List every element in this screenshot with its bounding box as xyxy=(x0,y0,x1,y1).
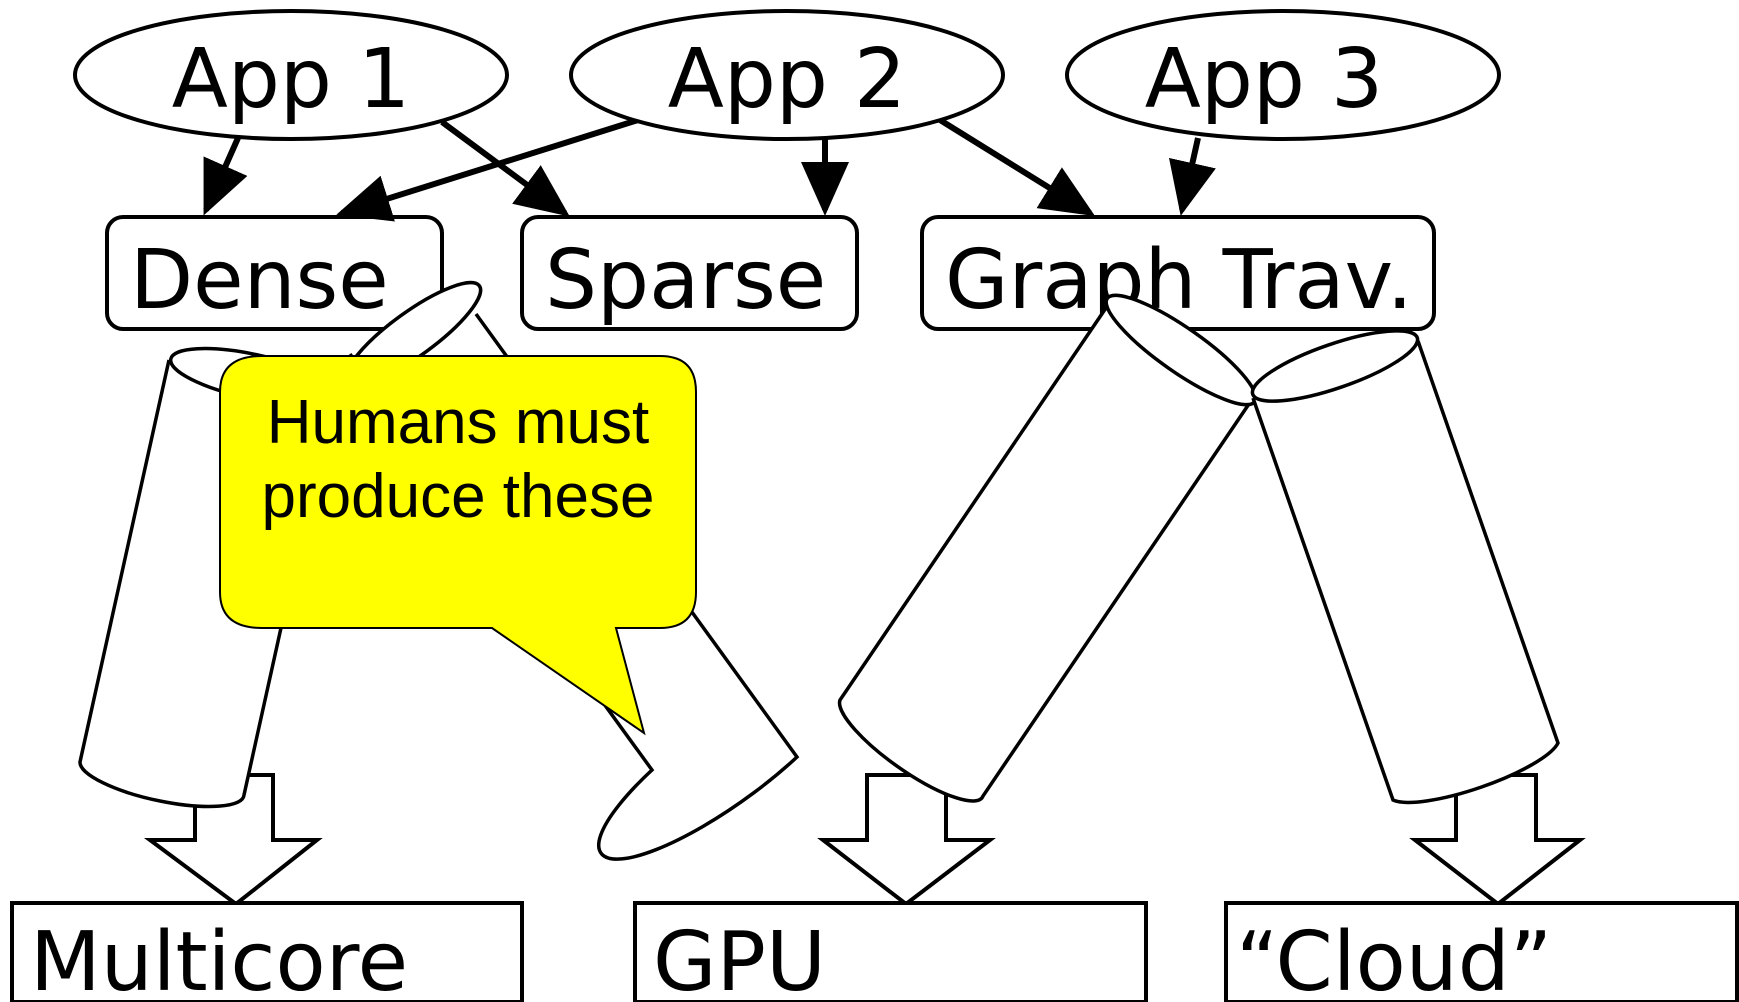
block-arrow-multicore xyxy=(143,773,323,907)
app-node-1: App 1 xyxy=(73,9,509,141)
target-label-gpu: GPU xyxy=(653,915,826,1002)
pattern-box-sparse: Sparse xyxy=(520,215,859,331)
app-to-pattern-arrows xyxy=(203,117,1216,222)
pattern-label-sparse: Sparse xyxy=(545,233,826,328)
callout-line-1: Humans must xyxy=(267,388,649,457)
pattern-box-dense: Dense xyxy=(105,215,444,331)
callout-line-2: produce these xyxy=(262,462,655,531)
target-box-gpu: GPU xyxy=(633,901,1148,1002)
arrow-app2-dense xyxy=(336,117,639,222)
arrow-app1-sparse xyxy=(440,119,570,217)
cylinder-graph-cloud xyxy=(1250,329,1560,805)
pattern-label-dense: Dense xyxy=(130,233,389,328)
target-label-cloud: “Cloud” xyxy=(1236,915,1552,1002)
target-block-arrows xyxy=(143,773,1586,907)
app-label-2: App 2 xyxy=(668,32,906,127)
arrow-app3-graph xyxy=(1168,137,1216,216)
callout-shape xyxy=(219,355,697,736)
app-node-3: App 3 xyxy=(1065,9,1501,141)
arrow-app1-dense xyxy=(203,136,248,216)
target-box-multicore: Multicore xyxy=(10,901,524,1002)
app-label-1: App 1 xyxy=(172,32,410,127)
app-label-3: App 3 xyxy=(1145,32,1383,127)
pattern-label-graph-traversal: Graph Trav. xyxy=(945,233,1413,328)
block-arrow-cloud xyxy=(1409,773,1586,907)
cylinder-graph-gpu xyxy=(837,293,1258,803)
callout-bubble: Humans must produce these xyxy=(219,355,697,736)
app-node-2: App 2 xyxy=(569,9,1005,141)
target-label-multicore: Multicore xyxy=(30,915,408,1002)
pattern-box-graph-traversal: Graph Trav. xyxy=(920,215,1436,331)
arrow-app2-graph xyxy=(938,117,1096,217)
target-box-cloud: “Cloud” xyxy=(1224,901,1739,1002)
